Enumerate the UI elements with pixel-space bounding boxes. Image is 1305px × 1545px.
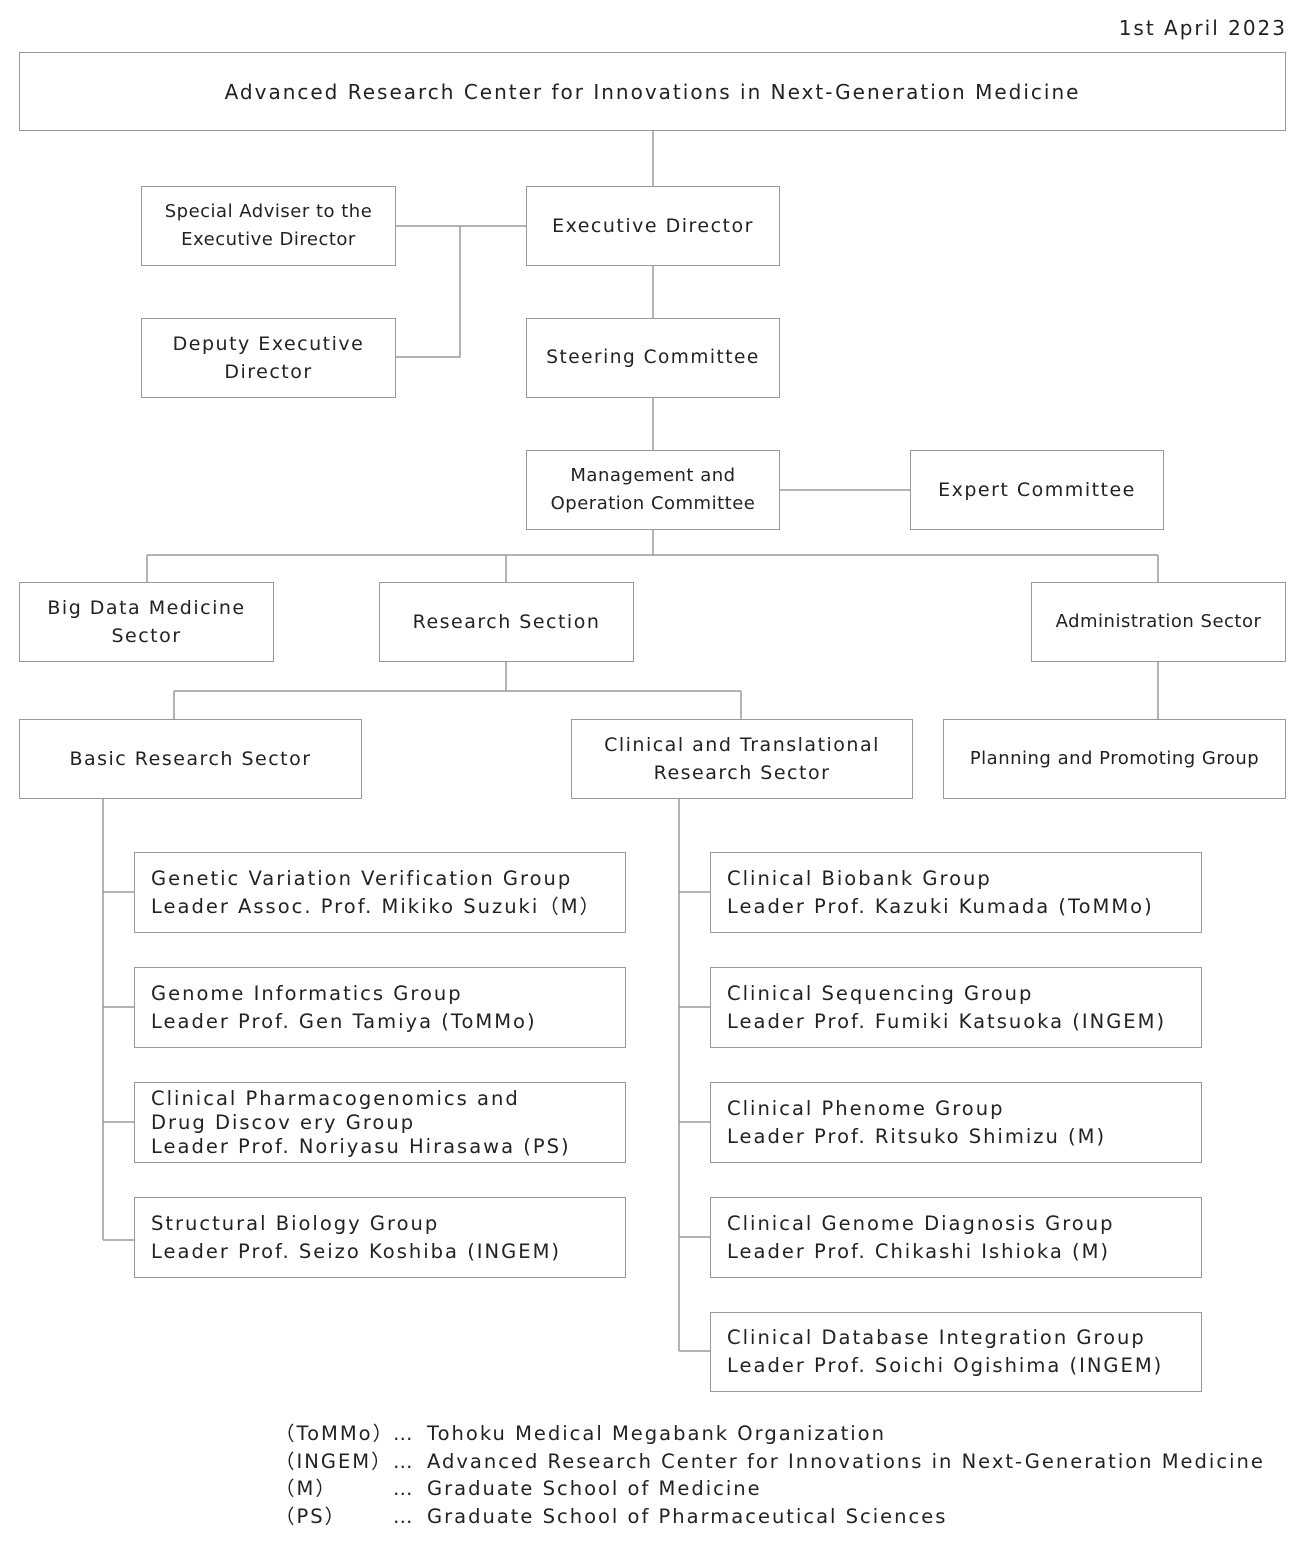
group-leader: Leader Prof. Soichi Ogishima (INGEM)	[727, 1354, 1164, 1377]
legend-abbr: （INGEM）	[275, 1449, 393, 1473]
executive-director-box: Executive Director	[526, 186, 780, 266]
legend-ellipsis: …	[393, 1505, 415, 1529]
expert-committee-box: Expert Committee	[910, 450, 1164, 530]
big-data-sector-line1: Big Data Medicine	[47, 597, 246, 619]
planning-group-label: Planning and Promoting Group	[969, 748, 1260, 769]
legend-ellipsis: …	[393, 1422, 415, 1445]
group-name: Genetic Variation Verification Group	[151, 866, 573, 890]
group-name: Clinical Genome Diagnosis Group	[727, 1211, 1115, 1235]
clinical-group-box: Clinical Phenome Group Leader Prof. Rits…	[710, 1082, 1202, 1163]
basic-group-box: Structural Biology Group Leader Prof. Se…	[134, 1197, 626, 1278]
legend-row: （M） … Graduate School of Medicine	[275, 1475, 1265, 1503]
center-title-box: Advanced Research Center for Innovations…	[19, 52, 1286, 131]
clinical-group-box: Clinical Genome Diagnosis Group Leader P…	[710, 1197, 1202, 1278]
special-adviser-box: Special Adviser to the Executive Directo…	[141, 186, 396, 266]
legend-desc: Tohoku Medical Megabank Organization	[427, 1422, 886, 1445]
clinical-group-box: Clinical Biobank Group Leader Prof. Kazu…	[710, 852, 1202, 933]
deputy-director-line1: Deputy Executive	[172, 333, 365, 355]
executive-director-label: Executive Director	[552, 215, 754, 237]
basic-research-sector-box: Basic Research Sector	[19, 719, 362, 799]
basic-group-box: Clinical Pharmacogenomics and Drug Disco…	[134, 1082, 626, 1163]
basic-group-box: Genetic Variation Verification Group Lea…	[134, 852, 626, 933]
management-committee-line2: Operation Committee	[550, 493, 756, 514]
legend-row: （PS） … Graduate School of Pharmaceutical…	[275, 1503, 1265, 1531]
legend-abbr: （ToMMo）	[275, 1422, 395, 1445]
big-data-sector-box: Big Data Medicine Sector	[19, 582, 274, 662]
legend-abbr: （M）	[275, 1477, 337, 1501]
center-title: Advanced Research Center for Innovations…	[224, 79, 1081, 104]
steering-committee-label: Steering Committee	[546, 347, 760, 368]
legend-desc: Graduate School of Pharmaceutical Scienc…	[427, 1505, 948, 1529]
legend: （ToMMo） … Tohoku Medical Megabank Organi…	[275, 1420, 1265, 1531]
legend-ellipsis: …	[393, 1449, 415, 1473]
legend-abbr: （PS）	[275, 1505, 347, 1529]
clinical-group-box: Clinical Sequencing Group Leader Prof. F…	[710, 967, 1202, 1048]
legend-row: （ToMMo） … Tohoku Medical Megabank Organi…	[275, 1420, 1265, 1448]
special-adviser-line2: Executive Director	[181, 229, 356, 250]
management-committee-box: Management and Operation Committee	[526, 450, 780, 530]
group-leader: Leader Prof. Ritsuko Shimizu (M)	[727, 1124, 1107, 1148]
big-data-sector-line2: Sector	[111, 625, 182, 647]
administration-sector-box: Administration Sector	[1031, 582, 1286, 662]
group-leader: Leader Prof. Fumiki Katsuoka (INGEM)	[727, 1009, 1167, 1033]
basic-research-sector-label: Basic Research Sector	[69, 748, 312, 770]
group-leader: Leader Prof. Seizo Koshiba (INGEM)	[151, 1239, 562, 1263]
clinical-sector-line2: Research Sector	[653, 762, 831, 784]
group-name: Clinical Sequencing Group	[727, 981, 1034, 1005]
legend-row: （INGEM） … Advanced Research Center for I…	[275, 1448, 1265, 1476]
group-leader: Leader Assoc. Prof. Mikiko Suzuki（M）	[151, 894, 602, 918]
research-section-box: Research Section	[379, 582, 634, 662]
group-leader: Leader Prof. Noriyasu Hirasawa (PS)	[151, 1134, 571, 1158]
group-name: Clinical Pharmacogenomics and	[151, 1086, 520, 1110]
group-name: Clinical Phenome Group	[727, 1096, 1005, 1120]
group-name: Clinical Biobank Group	[727, 866, 992, 890]
legend-ellipsis: …	[393, 1477, 415, 1501]
group-name-line2: Drug Discov ery Group	[151, 1110, 416, 1134]
date-label: 1st April 2023	[1118, 16, 1287, 40]
group-name: Clinical Database Integration Group	[727, 1326, 1146, 1349]
group-name: Genome Informatics Group	[151, 981, 463, 1005]
steering-committee-box: Steering Committee	[526, 318, 780, 398]
expert-committee-label: Expert Committee	[938, 479, 1136, 501]
group-leader: Leader Prof. Kazuki Kumada (ToMMo)	[727, 894, 1154, 918]
management-committee-line1: Management and	[570, 465, 736, 486]
deputy-director-box: Deputy Executive Director	[141, 318, 396, 398]
clinical-group-box: Clinical Database Integration Group Lead…	[710, 1312, 1202, 1392]
legend-desc: Graduate School of Medicine	[427, 1477, 762, 1501]
clinical-sector-line1: Clinical and Translational	[604, 734, 880, 756]
administration-sector-label: Administration Sector	[1055, 611, 1262, 632]
planning-group-box: Planning and Promoting Group	[943, 719, 1286, 799]
research-section-label: Research Section	[412, 611, 601, 633]
group-leader: Leader Prof. Chikashi Ishioka (M)	[727, 1239, 1111, 1263]
deputy-director-line2: Director	[224, 361, 313, 383]
group-leader: Leader Prof. Gen Tamiya (ToMMo)	[151, 1009, 537, 1033]
basic-group-box: Genome Informatics Group Leader Prof. Ge…	[134, 967, 626, 1048]
legend-desc: Advanced Research Center for Innovations…	[427, 1449, 1265, 1473]
clinical-sector-box: Clinical and Translational Research Sect…	[571, 719, 913, 799]
special-adviser-line1: Special Adviser to the	[164, 201, 373, 222]
group-name: Structural Biology Group	[151, 1211, 440, 1235]
